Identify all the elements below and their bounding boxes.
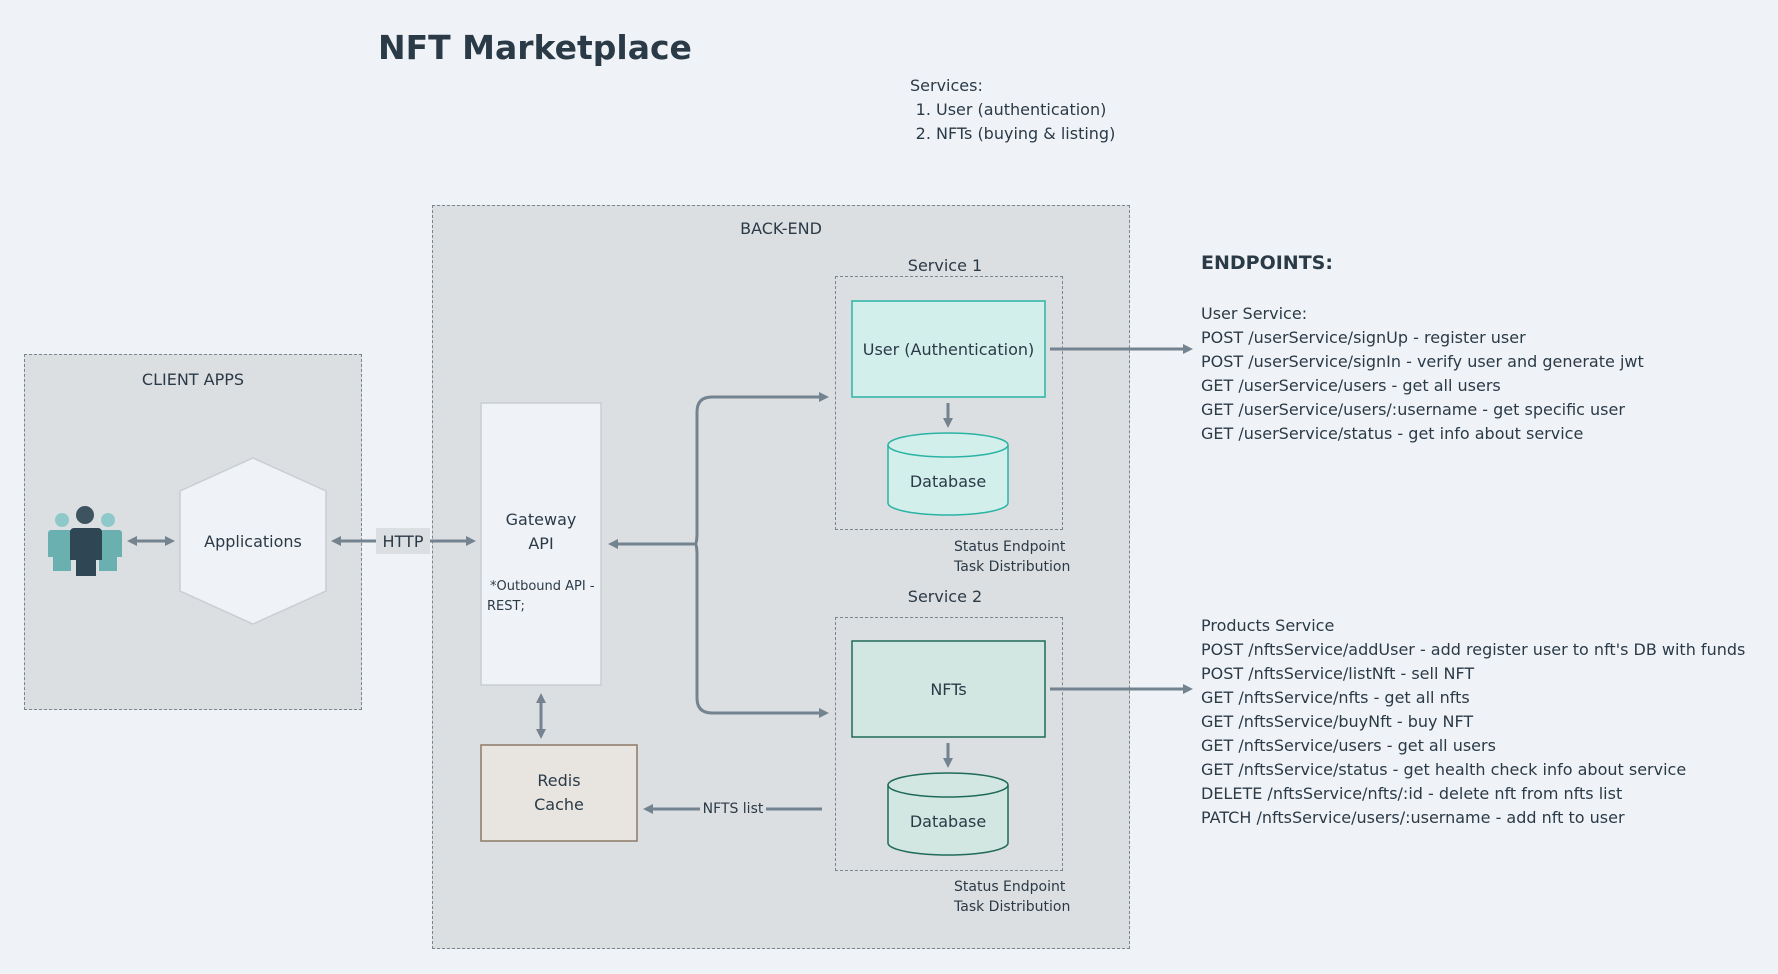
- gateway-label: Gateway API: [481, 508, 601, 556]
- nfts-node-label: NFTs: [930, 679, 967, 699]
- auth-node-box: [851, 300, 1046, 398]
- user-service-endpoints: User Service: POST /userService/signUp -…: [1201, 302, 1771, 446]
- auth-node-label: User (Authentication): [862, 339, 1035, 359]
- service1-box: [835, 276, 1063, 530]
- service2-status-line2: Task Distribution: [954, 899, 1071, 915]
- gateway-note: *Outbound API - REST;: [487, 577, 599, 617]
- endpoint-item: GET /nftsService/users - get all users: [1201, 736, 1496, 755]
- services-list-item: User (authentication): [936, 98, 1115, 122]
- endpoint-item: GET /nftsService/status - get health che…: [1201, 760, 1687, 779]
- endpoint-item: GET /nftsService/nfts - get all nfts: [1201, 688, 1470, 707]
- applications-hexagon: [179, 457, 327, 625]
- endpoint-item: GET /userService/status - get info about…: [1201, 424, 1584, 443]
- endpoint-item: DELETE /nftsService/nfts/:id - delete nf…: [1201, 784, 1623, 803]
- nfts-list-label: NFTS list: [700, 798, 766, 820]
- applications-label: Applications: [204, 531, 302, 551]
- database2-label: Database: [909, 811, 987, 831]
- endpoint-item: GET /userService/users - get all users: [1201, 376, 1501, 395]
- gateway-note-line2: REST;: [487, 599, 525, 614]
- endpoint-item: GET /userService/users/:username - get s…: [1201, 400, 1625, 419]
- user-service-heading: User Service:: [1201, 304, 1308, 323]
- gateway-line2: API: [528, 534, 554, 553]
- gateway-note-line1: *Outbound API -: [490, 579, 595, 594]
- database1-label: Database: [909, 471, 987, 491]
- nfts-node-box: [851, 640, 1046, 738]
- service1-status: Status Endpoint Task Distribution: [954, 537, 1124, 577]
- database2-cylinder: [887, 772, 1009, 856]
- service1-title: Service 1: [907, 256, 983, 275]
- endpoints-heading: ENDPOINTS:: [1201, 252, 1333, 274]
- service1-status-line1: Status Endpoint: [954, 539, 1066, 555]
- endpoint-item: POST /userService/signIn - verify user a…: [1201, 352, 1644, 371]
- http-label: HTTP: [376, 528, 430, 554]
- gateway-line1: Gateway: [505, 510, 577, 529]
- redis-line2: Cache: [534, 795, 584, 814]
- backend-label: BACK-END: [740, 219, 822, 238]
- endpoint-item: POST /nftsService/listNft - sell NFT: [1201, 664, 1475, 683]
- endpoint-item: POST /nftsService/addUser - add register…: [1201, 640, 1746, 659]
- service2-title: Service 2: [907, 587, 983, 606]
- database1-cylinder: [887, 432, 1009, 516]
- services-list: User (authentication) NFTs (buying & lis…: [910, 98, 1115, 146]
- gateway-box: [480, 402, 602, 686]
- redis-label: Redis Cache: [481, 769, 637, 817]
- branch-to-service2: [694, 542, 829, 718]
- services-list-item: NFTs (buying & listing): [936, 122, 1115, 146]
- redis-box: [480, 744, 638, 842]
- endpoint-item: POST /userService/signUp - register user: [1201, 328, 1526, 347]
- client-apps-label: CLIENT APPS: [141, 370, 245, 389]
- service2-box: [835, 617, 1063, 871]
- diagram-title: NFT Marketplace: [378, 28, 692, 67]
- products-service-heading: Products Service: [1201, 616, 1335, 635]
- endpoints-panel: ENDPOINTS:: [1201, 252, 1771, 274]
- service1-status-line2: Task Distribution: [954, 559, 1071, 575]
- services-heading: Services:: [910, 76, 983, 95]
- branch-to-service1: [694, 392, 829, 546]
- service2-status-line1: Status Endpoint: [954, 879, 1066, 895]
- endpoint-item: GET /nftsService/buyNft - buy NFT: [1201, 712, 1474, 731]
- connectors: [127, 344, 1193, 814]
- services-note: Services: User (authentication) NFTs (bu…: [910, 74, 1115, 146]
- users-icon: [48, 506, 122, 576]
- redis-line1: Redis: [537, 771, 581, 790]
- service2-status: Status Endpoint Task Distribution: [954, 877, 1124, 917]
- endpoint-item: PATCH /nftsService/users/:username - add…: [1201, 808, 1625, 827]
- products-service-endpoints: Products Service POST /nftsService/addUs…: [1201, 614, 1771, 830]
